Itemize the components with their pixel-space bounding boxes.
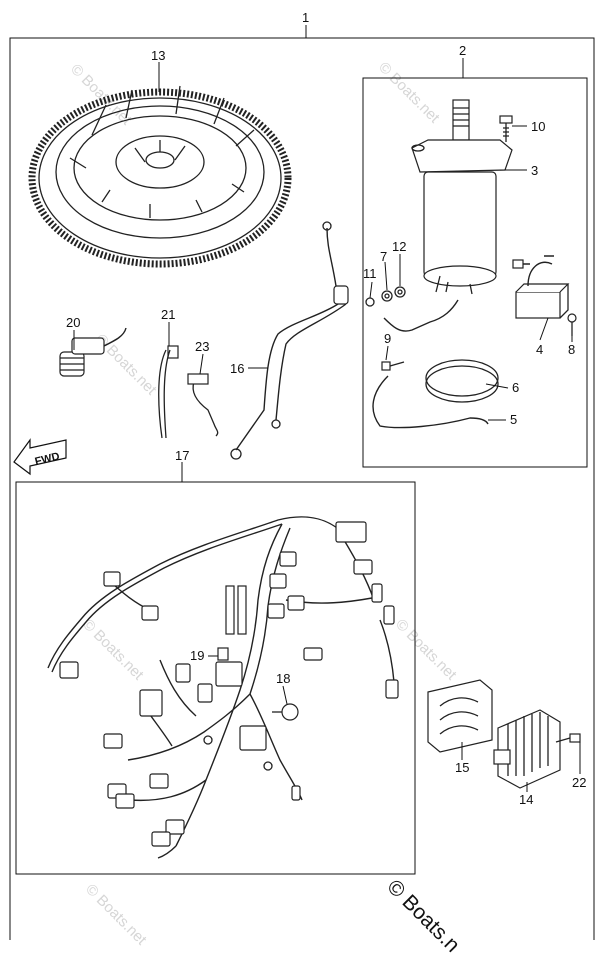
callout-7: 7 [380,249,387,264]
watermark-6: © Boats.net [82,881,150,949]
starter-motor-3 [411,99,513,295]
wire-harness-17 [47,516,399,859]
callout-22: 22 [572,775,586,790]
battery-cable-16 [230,221,349,460]
callout-6: 6 [512,380,519,395]
sensor-20 [59,327,127,377]
strap-5 [372,375,489,429]
washers-11-12 [365,286,406,307]
callout-1: 1 [302,10,309,25]
callout-11: 11 [363,266,377,281]
bracket-15 [427,679,493,753]
assembly-bracket [9,25,595,940]
watermark-4: © Boats.net [79,616,147,684]
bolt-9 [381,361,405,371]
band-6 [425,359,499,403]
callout-17: 17 [175,448,189,463]
callout-20: 20 [66,315,80,330]
leader-lines [73,62,581,792]
fwd-label: FWD [34,450,61,468]
bolt-22 [555,733,581,743]
callout-3: 3 [531,163,538,178]
callout-16: 16 [230,361,244,376]
callout-10: 10 [531,119,545,134]
callout-2: 2 [459,43,466,58]
copyright-text: © Boats.n [382,875,464,954]
callout-12: 12 [392,239,406,254]
watermarks: © Boats.net © Boats.net © Boats.net © Bo… [67,59,460,949]
starter-motor-box [362,77,588,468]
rectifier-14 [493,709,561,789]
callout-9: 9 [384,331,391,346]
callout-5: 5 [510,412,517,427]
cable-tie-21 [158,345,179,439]
callout-15: 15 [455,760,469,775]
wire-harness-box [15,481,416,875]
callout-4: 4 [536,342,543,357]
callout-18: 18 [276,671,290,686]
bolt-10 [499,115,513,142]
callout-23: 23 [195,339,209,354]
watermark-2: © Boats.net [375,59,443,127]
callout-8: 8 [568,342,575,357]
callout-13: 13 [151,48,165,63]
flywheel-13 [28,85,292,268]
starter-relay-4 [512,255,570,319]
watermark-5: © Boats.net [392,616,460,684]
callout-numbers: 1 2 3 4 5 6 7 8 9 10 11 12 13 14 15 16 1… [66,10,586,807]
callout-14: 14 [519,792,533,807]
clip-19 [217,647,229,661]
fwd-arrow: FWD [13,438,67,476]
screw-8 [567,313,577,336]
callout-19: 19 [190,648,204,663]
starter-cable [383,299,459,332]
clamp-23 [187,373,219,437]
callout-21: 21 [161,307,175,322]
